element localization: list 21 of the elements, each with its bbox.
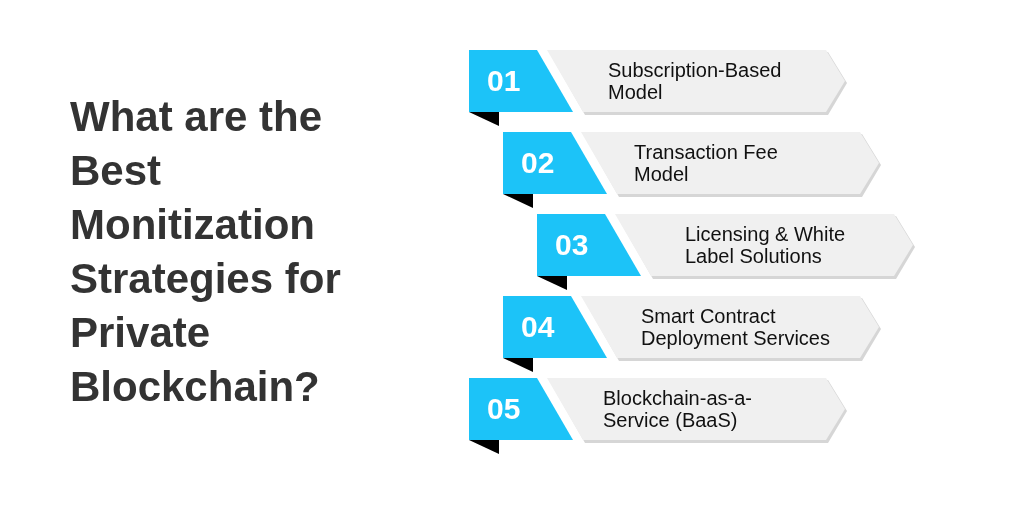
label-arrow-box	[581, 296, 881, 361]
step-label: Subscription-Based Model	[608, 59, 783, 103]
step-number: 03	[555, 228, 589, 262]
number-tab	[503, 296, 607, 358]
label-arrow-box	[547, 50, 847, 115]
step-number: 04	[521, 310, 555, 344]
step-number: 05	[487, 392, 521, 426]
label-arrow-box	[615, 214, 915, 279]
label-arrow-box	[547, 378, 847, 443]
step-number: 02	[521, 146, 555, 180]
label-arrow-box	[581, 132, 881, 197]
number-tab	[537, 214, 641, 276]
diagram-title: What are the Best Monitization Strategies for Private Blockchain?	[70, 92, 342, 412]
number-tab	[503, 132, 607, 194]
step-label: Transaction Fee Model	[634, 141, 779, 185]
number-tab	[469, 50, 573, 112]
step-number: 01	[487, 64, 521, 98]
number-tab	[469, 378, 573, 440]
step-label: Smart Contract Deployment Services	[641, 305, 831, 349]
step-label: Licensing & White Label Solutions	[685, 223, 847, 267]
step-label: Blockchain-as-a-Service (BaaS)	[603, 387, 753, 431]
